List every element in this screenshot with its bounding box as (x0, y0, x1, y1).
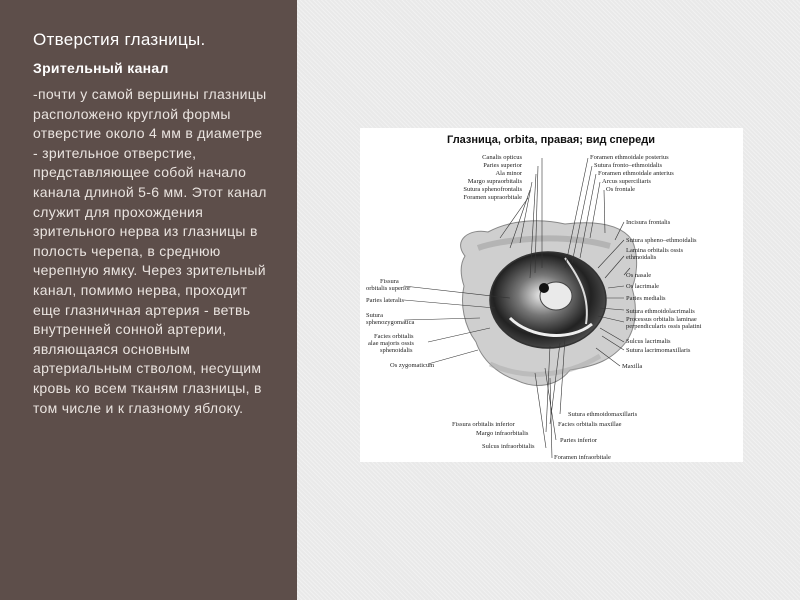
label-foramen-supraorbitale: Foramen supraorbitale (463, 194, 522, 201)
label-sutura-fronto-ethmoidalis: Sutura fronto–ethmoidalis (594, 162, 663, 169)
label-sutura-ethmoidolacrimalis: Sutura ethmoidolacrimalis (626, 308, 695, 315)
orbit-figure: Canalis opticus Paries superior Ala mino… (360, 128, 743, 462)
label-sutura-sz-1: Sutura (366, 312, 383, 319)
label-margo-supraorbitalis: Margo supraorbitalis (468, 178, 523, 185)
left-panel: Отверстия глазницы. Зрительный канал -по… (0, 0, 297, 600)
leader-lines (403, 157, 631, 459)
optic-canal (539, 283, 549, 293)
label-facies-orb-alae-3: sphenoidalis (380, 347, 413, 354)
label-paries-medialis: Paries medialis (626, 295, 666, 302)
label-sulcus-lacrimalis: Sulcus lacrimalis (626, 338, 671, 345)
label-fissura-orb-sup-2: orbitalis superior (366, 285, 411, 292)
body-text: -почти у самой вершины глазницы располож… (33, 86, 267, 416)
label-os-zygomaticum: Os zygomaticum (390, 362, 434, 369)
label-lamina-orbitalis-1: Lamina orbitalis ossis (626, 247, 684, 254)
label-os-lacrimale: Os lacrimale (626, 283, 659, 290)
label-fissura-orb-sup-1: Fissura (380, 278, 399, 285)
label-canalis-opticus: Canalis opticus (482, 154, 522, 161)
figure-title: Глазница, orbita, правая; вид спереди (447, 134, 655, 146)
label-processus-orbitalis-2: perpendicularis ossis palatini (626, 323, 702, 330)
label-foramen-infraorbitale: Foramen infraorbitale (554, 454, 611, 461)
label-os-frontale: Os frontale (606, 186, 635, 193)
label-fissura-orbitalis-inferior: Fissura orbitalis inferior (452, 421, 516, 428)
orbit-illustration: Canalis opticus Paries superior Ala mino… (366, 154, 702, 461)
label-paries-lateralis: Paries lateralis (366, 297, 405, 304)
label-sulcus-infraorbitalis: Sulcus infraorbitalis (482, 443, 535, 450)
label-facies-orb-alae-2: alae majoris ossis (368, 340, 414, 347)
label-margo-infraorbitalis: Margo infraorbitalis (476, 430, 529, 437)
label-os-nasale: Os nasale (626, 272, 651, 279)
label-foramen-ethmoidale-anterius: Foramen ethmoidale anterius (598, 170, 674, 177)
label-maxilla: Maxilla (622, 363, 642, 370)
label-paries-superior: Paries superior (483, 162, 523, 169)
label-paries-inferior: Paries inferior (560, 437, 598, 444)
label-facies-orb-alae-1: Facies orbitalis (374, 333, 414, 340)
label-incisura-frontalis: Incisura frontalis (626, 219, 671, 226)
label-arcus-superciliaris: Arcus superciliaris (602, 178, 651, 185)
label-sutura-spheno-ethmoidalis: Sutura spheno–ethmoidalis (626, 237, 697, 244)
label-processus-orbitalis-1: Processus orbitalis laminae (626, 316, 697, 323)
slide-subtitle: Зрительный канал (33, 60, 169, 76)
label-foramen-ethmoidale-posterius: Foramen ethmoidale posterius (590, 154, 669, 161)
label-sutura-sphenofrontalis: Sutura sphenofrontalis (463, 186, 522, 193)
label-ala-minor: Ala minor (495, 170, 522, 177)
label-sutura-lacrimomaxillaris: Sutura lacrimomaxillaris (626, 347, 691, 354)
label-sutura-sz-2: sphenozygomatica (366, 319, 414, 326)
label-sutura-ethmoidomaxillaris: Sutura ethmoidomaxillaris (568, 411, 638, 418)
label-lamina-orbitalis-2: ethmoidalis (626, 254, 657, 261)
slide-title: Отверстия глазницы. (33, 30, 206, 49)
label-facies-orbitalis-maxillae: Facies orbitalis maxillae (558, 421, 622, 428)
